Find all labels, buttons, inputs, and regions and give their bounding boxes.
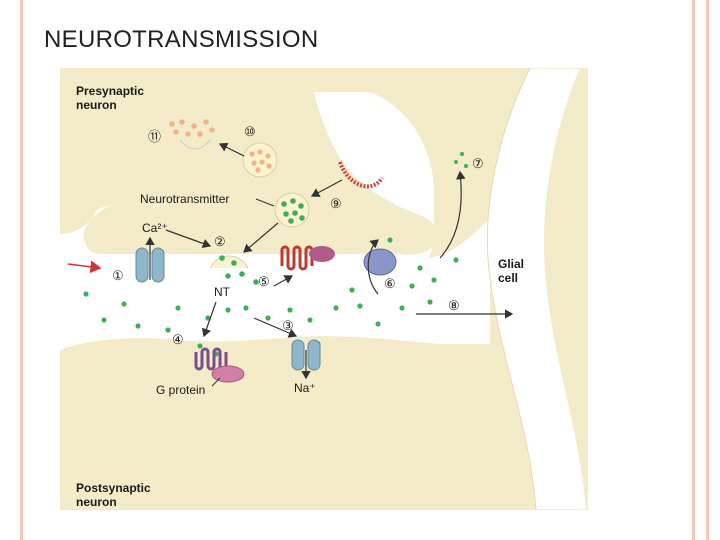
- slide-border-left: [20, 0, 23, 540]
- step-10-marker: ⑩: [244, 124, 256, 139]
- calcium-label: Ca²⁺: [142, 221, 168, 235]
- step-5-marker: ⑤: [258, 274, 270, 289]
- vesicle-fusion-arrow: [243, 222, 279, 253]
- endocytosis-arrow: [310, 179, 343, 197]
- slide-border-right: [692, 0, 695, 540]
- autoreceptor-arrow: [273, 275, 294, 287]
- postsynaptic-neuron: [60, 347, 438, 510]
- step-2-marker: ②: [214, 234, 226, 249]
- neurotransmission-diagram: Presynaptic neuron Postsynaptic neuron G…: [60, 68, 588, 510]
- g-protein-pointer: [211, 377, 221, 387]
- release-arrow-metabotropic: [201, 301, 217, 338]
- glial-transmitter-dots: [454, 152, 468, 168]
- step-6-marker: ⑥: [384, 276, 396, 291]
- exocytosed-vesicle-contents: [169, 119, 215, 137]
- neurotransmitter-label: Neurotransmitter: [140, 192, 229, 206]
- slide-title: NEUROTRANSMISSION: [44, 26, 319, 53]
- slide-border-right-outer: [706, 0, 709, 540]
- calcium-arrow: [165, 229, 212, 249]
- g-protein: [211, 365, 245, 383]
- endocytosis-pit: [338, 161, 384, 189]
- postsynaptic-label-line2: neuron: [76, 495, 117, 509]
- calcium-channel: [135, 247, 165, 283]
- step-8-marker: ⑧: [448, 298, 460, 313]
- g-protein-label: G protein: [156, 383, 205, 397]
- postsynaptic-label-line1: Postsynaptic: [76, 481, 151, 495]
- glial-uptake-arrow: [439, 170, 466, 259]
- free-neurotransmitters: [83, 237, 459, 357]
- glial-label-line1: Glial: [498, 257, 524, 271]
- neurotransmitter-pointer: [255, 198, 275, 207]
- step-3-marker: ③: [282, 318, 294, 333]
- ionotropic-sodium-channel: [291, 339, 321, 371]
- reuptake-arrow: [367, 239, 379, 295]
- membrane-pit: [179, 139, 211, 150]
- reuptake-transporter: [363, 248, 397, 276]
- cleft-middle: [60, 218, 490, 350]
- nt-label: NT: [214, 285, 231, 299]
- synaptic-vesicle: [274, 192, 310, 228]
- autoreceptor-g-protein: [309, 246, 335, 262]
- step-11-marker: ⑪: [148, 129, 161, 144]
- step-1-marker: ①: [112, 268, 124, 283]
- glial-membrane: [543, 68, 588, 510]
- ap-arrow: [67, 260, 102, 274]
- step-7-marker: ⑦: [472, 156, 484, 171]
- recycle-arrow: [218, 142, 245, 157]
- reserve-vesicle: [242, 142, 278, 178]
- step-4-marker: ④: [172, 332, 184, 347]
- presynaptic-left-fill: [60, 68, 260, 228]
- autoreceptor: [280, 245, 314, 271]
- glial-label-line2: cell: [498, 271, 518, 285]
- presynaptic-label-line1: Presynaptic: [76, 84, 144, 98]
- release-arrow-ionotropic: [253, 317, 298, 338]
- step-9-marker: ⑨: [330, 196, 342, 211]
- sodium-label: Na⁺: [294, 381, 316, 395]
- presynaptic-label-line2: neuron: [76, 98, 117, 112]
